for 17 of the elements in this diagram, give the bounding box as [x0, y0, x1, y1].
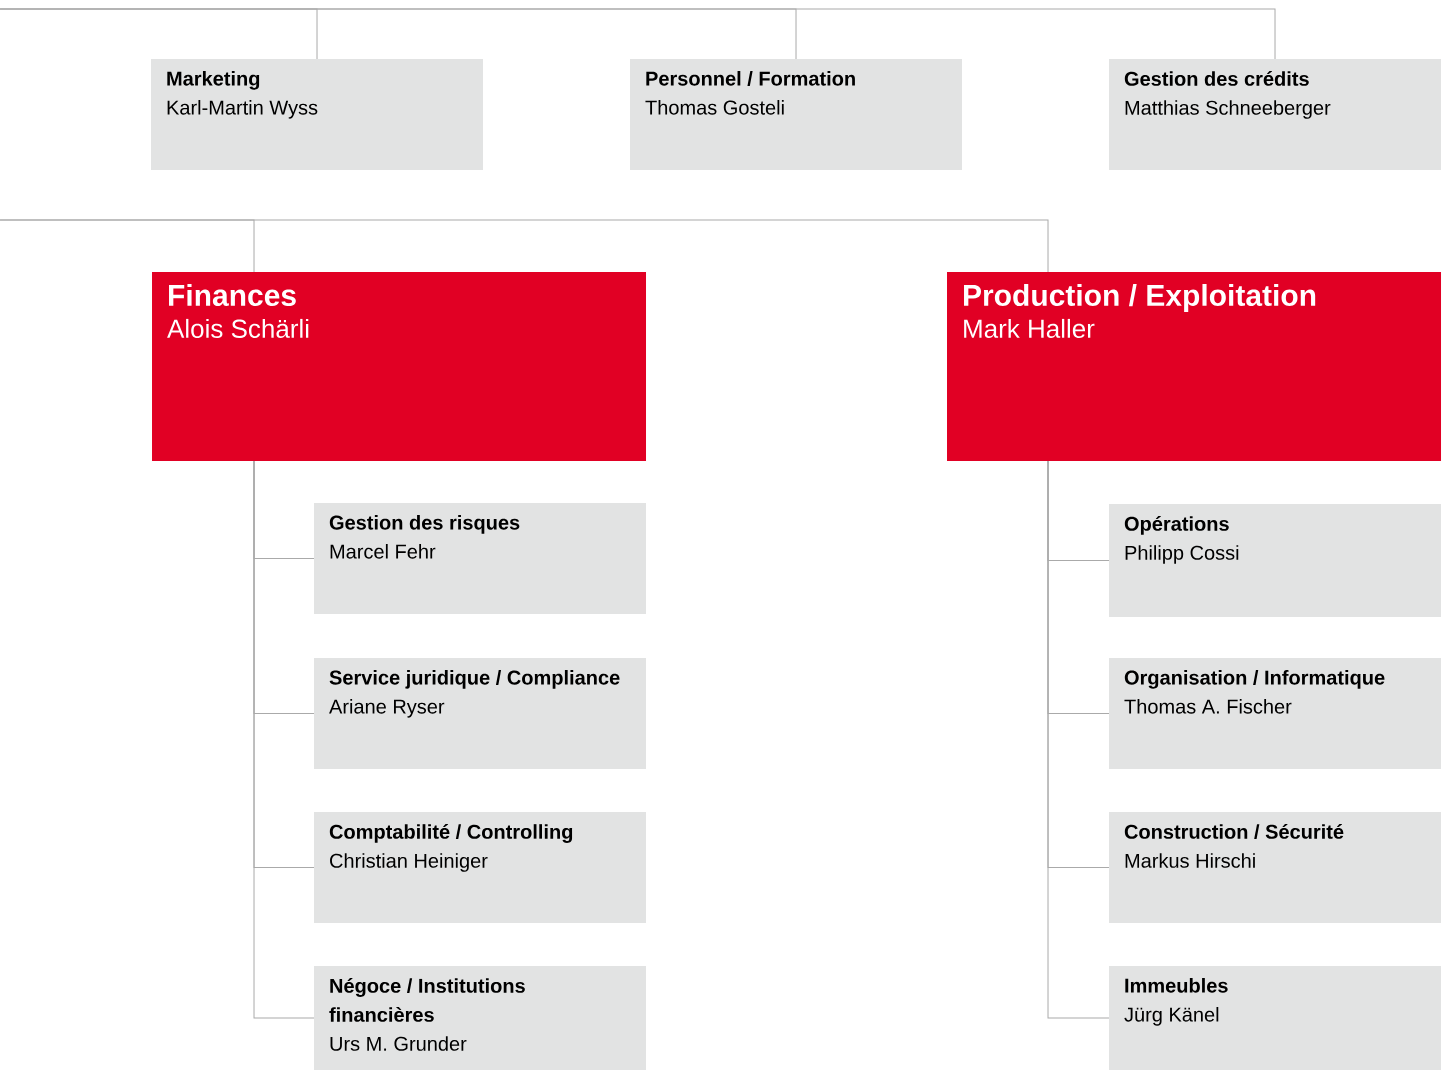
unit-box: Personnel / Formation Thomas Gosteli	[630, 59, 962, 170]
unit-box: Gestion des crédits Matthias Schneeberger	[1109, 59, 1441, 170]
unit-box: Marketing Karl-Martin Wyss	[151, 59, 483, 170]
unit-box: Organisation / Informatique Thomas A. Fischer	[1109, 658, 1441, 769]
unit-box: Immeubles Jürg Känel	[1109, 966, 1441, 1070]
connector-line	[0, 8, 1276, 60]
unit-box: Opérations Philipp Cossi	[1109, 504, 1441, 617]
unit-box: Négoce / Institutions financières Urs M. Grunder	[314, 966, 646, 1070]
unit-box: Gestion des risques Marcel Fehr	[314, 503, 646, 614]
department-box: Production / Exploitation Mark Haller	[947, 272, 1441, 461]
unit-box: Service juridique / Compliance Ariane Ryser	[314, 658, 646, 769]
department-box: Finances Alois Schärli	[152, 272, 646, 461]
connector-line	[1047, 460, 1110, 1019]
connector-line	[0, 219, 1049, 273]
unit-box: Construction / Sécurité Markus Hirschi	[1109, 812, 1441, 923]
connector-line	[253, 460, 315, 1019]
unit-box: Comptabilité / Controlling Christian Heiniger	[314, 812, 646, 923]
